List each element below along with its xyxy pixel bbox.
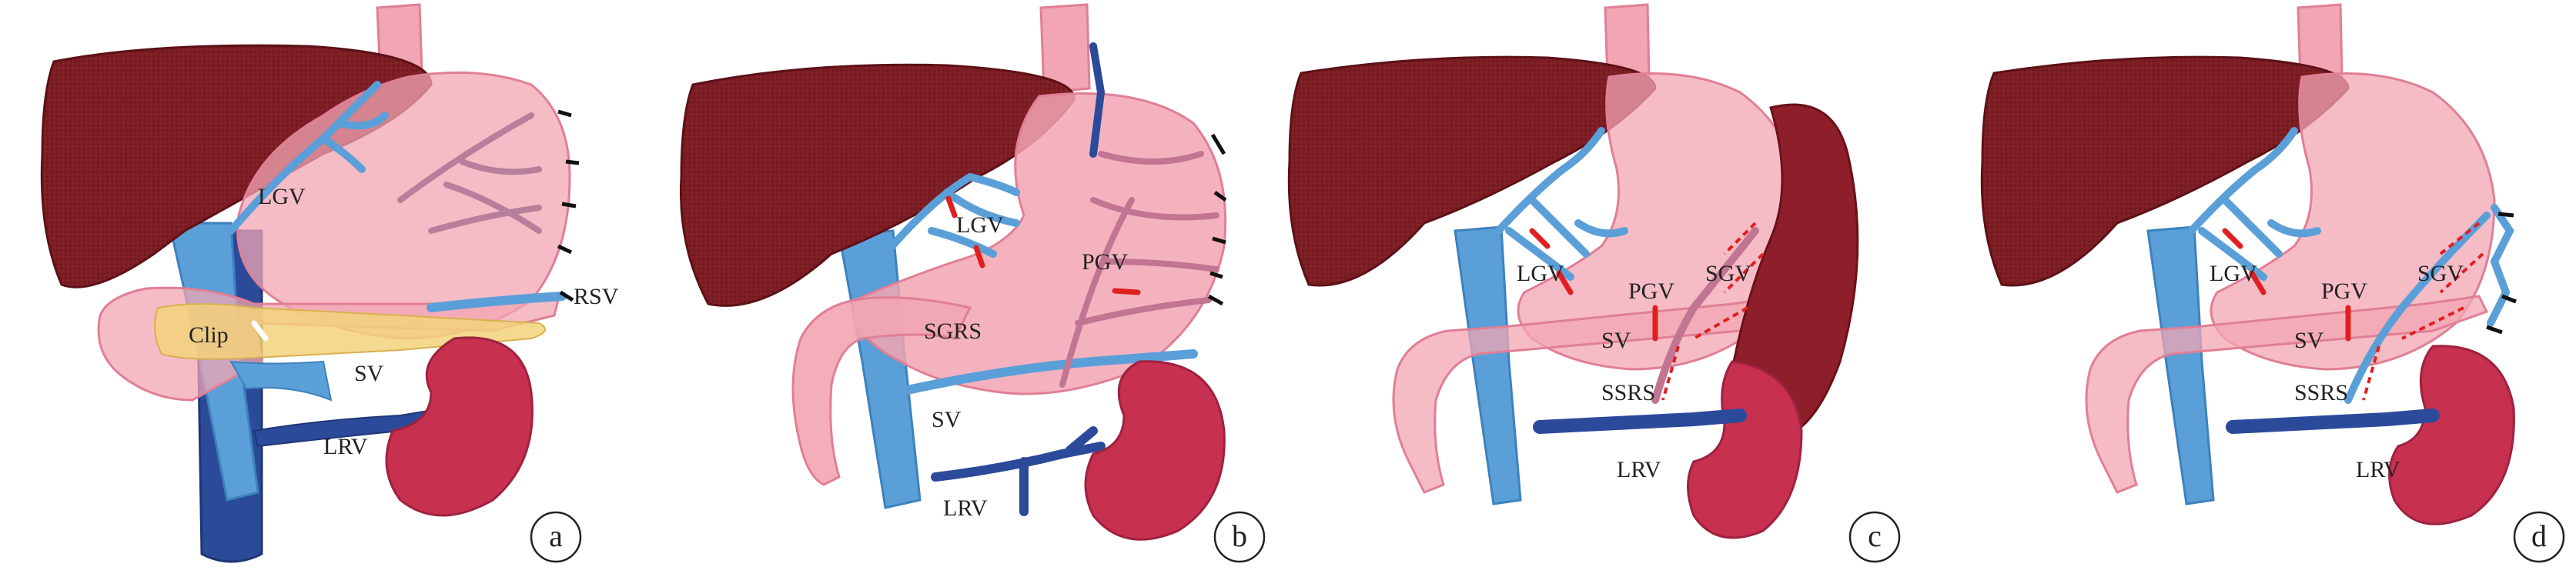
left-renal-vein (1533, 409, 1747, 434)
kidney (2388, 345, 2515, 525)
panel-a: LGV RSV Clip SV LRV a (40, 3, 619, 563)
liver (1980, 55, 2350, 287)
left-gastric-vein (227, 81, 389, 235)
flow-arrows (1661, 222, 1765, 401)
label-sgv: SGV (1705, 261, 1751, 286)
esophagus (1039, 3, 1091, 94)
portal-vein (838, 229, 922, 509)
clip-mark (251, 320, 269, 342)
panel-d: LGV PGV SGV SV SSRS LRV d (1980, 3, 2565, 563)
portal-vein (2146, 225, 2215, 505)
kidney (385, 336, 534, 517)
panel-letter: a (549, 519, 563, 553)
ligature-marks (557, 109, 580, 302)
portal-vein (1454, 225, 1522, 505)
panel-letter: d (2531, 519, 2547, 553)
label-pgv: PGV (1082, 249, 1128, 275)
ligation-marks (945, 195, 1141, 295)
left-gastric-vein (1474, 127, 1628, 281)
label-ssrs: SSRS (1601, 380, 1655, 405)
label-pgv: PGV (1628, 278, 1674, 304)
panel-letter: b (1232, 519, 1247, 553)
label-lgv: LGV (2210, 261, 2257, 286)
splenic-vein (229, 360, 333, 402)
ligature-marks (1207, 133, 1227, 306)
duodenum-pancreas (2085, 295, 2489, 494)
short-gastric-vein-right (427, 292, 567, 312)
left-renal-vein (931, 426, 1106, 516)
label-lgv: LGV (258, 184, 306, 209)
label-lrv: LRV (323, 434, 368, 459)
gastric-veins (397, 112, 542, 234)
kidney (1687, 360, 1803, 539)
label-ssrs: SSRS (2294, 380, 2348, 405)
ligation-marks (2222, 228, 2351, 342)
gastric-veins (1059, 151, 1219, 388)
flow-arrows (2362, 222, 2484, 401)
ligation-marks (1529, 228, 1658, 342)
panel-letter: c (1868, 519, 1882, 553)
left-gastric-vein (2167, 127, 2321, 281)
label-sgv: SGV (2417, 261, 2464, 286)
label-sv: SV (932, 407, 962, 432)
kidney (1084, 360, 1226, 541)
stomach (2210, 72, 2496, 371)
duodenum (791, 296, 972, 486)
panel-c: LGV PGV SGV SV SSRS LRV c (1287, 3, 1901, 563)
short-gastric-veins (2344, 204, 2514, 404)
panel-b: LGV PGV SGRS SV LRV b (679, 3, 1266, 563)
left-gastric-vein (882, 173, 1020, 258)
label-lrv: LRV (943, 495, 988, 521)
label-lrv: LRV (2356, 457, 2400, 482)
panel-letter-circle (1213, 511, 1266, 563)
stomach (1517, 72, 1803, 371)
label-sv: SV (354, 361, 384, 386)
label-rsv: RSV (574, 284, 619, 309)
label-lrv: LRV (1617, 457, 1661, 482)
liver (1287, 55, 1657, 287)
label-lgv: LGV (956, 212, 1004, 238)
label-sv: SV (1601, 328, 1631, 353)
duodenum-pancreas (1392, 295, 1796, 494)
panel-letter-circle (530, 511, 582, 563)
panel-letter-circle (2513, 511, 2565, 563)
splenorenal-shunt (1651, 227, 1759, 404)
label-sgrs: SGRS (924, 319, 982, 344)
left-renal-vein (2226, 409, 2440, 434)
label-pgv: PGV (2321, 278, 2367, 304)
label-sv: SV (2294, 328, 2324, 353)
label-lgv: LGV (1517, 261, 1564, 286)
panel-letter-circle (1848, 511, 1901, 563)
label-clip: Clip (189, 322, 229, 348)
ligature-marks (2486, 212, 2517, 335)
posterior-gastric-vein (1089, 42, 1106, 158)
splenic-vein (892, 349, 1198, 397)
